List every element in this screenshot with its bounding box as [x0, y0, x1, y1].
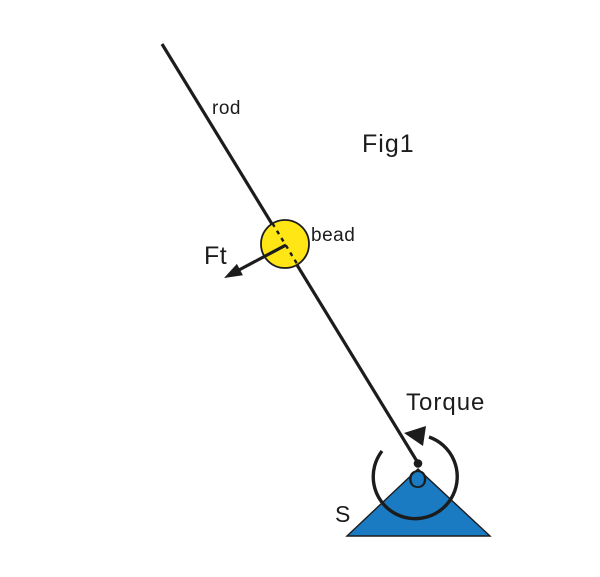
force-label: Ft	[204, 242, 228, 270]
support-label: S	[335, 501, 351, 527]
torque-label: Torque	[406, 389, 486, 416]
bead-label: bead	[311, 225, 356, 246]
ft-arrow-line	[237, 243, 287, 272]
rod-label: rod	[212, 98, 241, 119]
torque-arrowhead-icon	[404, 426, 426, 446]
origin-label: O	[408, 466, 428, 494]
pivot-dot	[413, 459, 423, 468]
figure-title: Fig1	[362, 130, 415, 158]
ft-arrowhead-icon	[224, 263, 243, 278]
torque-arc	[371, 435, 459, 521]
